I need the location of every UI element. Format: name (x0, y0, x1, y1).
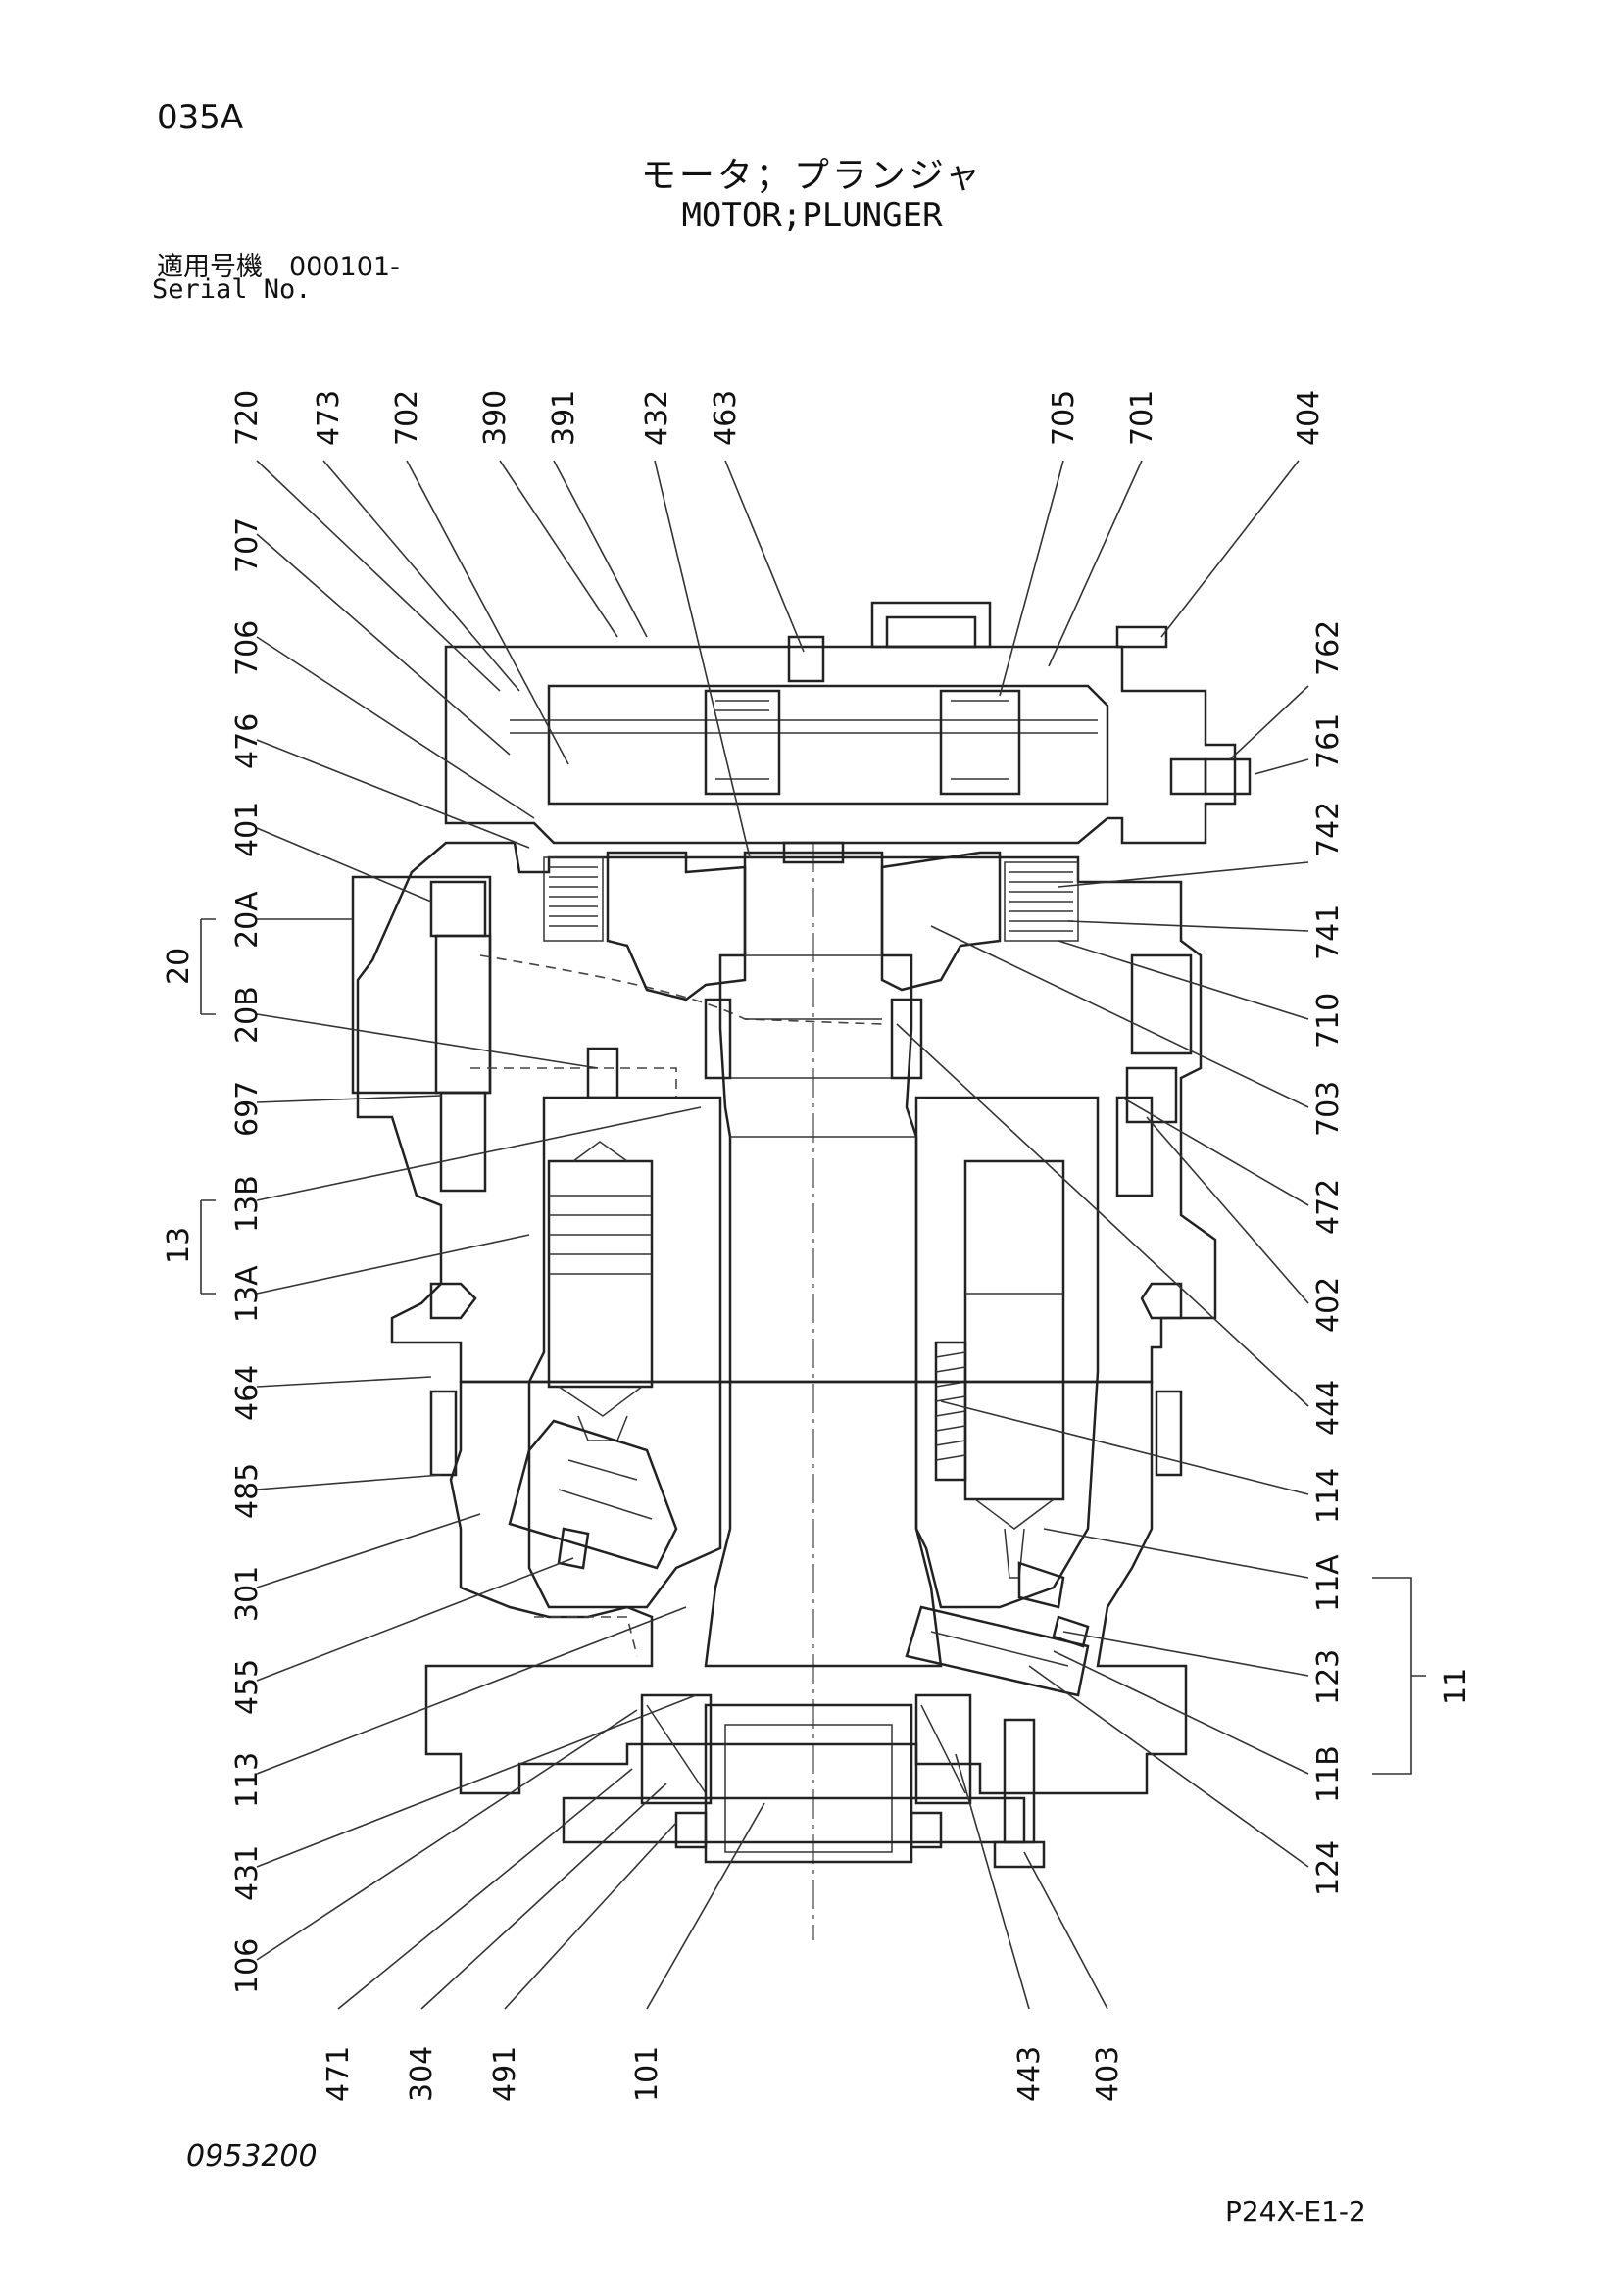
callout-701: 701 (1125, 390, 1159, 446)
serial-label-japanese: 適用号機 000101- (157, 252, 400, 282)
callout-11b: 11B (1311, 1745, 1346, 1803)
title-english: MOTOR;PLUNGER (681, 196, 943, 235)
callout-742: 742 (1311, 802, 1346, 857)
callout-labels-bottom: 471 304 491 101 443 403 (321, 2046, 1125, 2102)
callout-464: 464 (230, 1365, 265, 1421)
callout-13b: 13B (230, 1175, 265, 1233)
callout-720: 720 (230, 390, 265, 446)
callout-304: 304 (405, 2046, 439, 2102)
leader-lines (200, 460, 1426, 2010)
callout-762: 762 (1311, 620, 1346, 676)
callout-710: 710 (1311, 993, 1346, 1049)
callout-391: 391 (547, 390, 581, 446)
callout-403: 403 (1091, 2046, 1125, 2102)
callout-20a: 20A (230, 891, 265, 949)
callout-706: 706 (230, 620, 265, 676)
callout-491: 491 (488, 2046, 522, 2102)
page-code: 035A (157, 98, 244, 137)
callout-101: 101 (630, 2046, 664, 2102)
callout-473: 473 (312, 390, 346, 446)
callout-123: 123 (1311, 1649, 1346, 1705)
callout-390: 390 (478, 390, 513, 446)
callout-114: 114 (1311, 1468, 1346, 1524)
callout-697: 697 (230, 1081, 265, 1137)
motor-drawing (351, 601, 1252, 1869)
callout-463: 463 (709, 390, 743, 446)
callout-20b: 20B (230, 986, 265, 1044)
callout-476: 476 (230, 713, 265, 769)
callout-741: 741 (1311, 904, 1346, 960)
callout-13a: 13A (230, 1265, 265, 1323)
callout-432: 432 (640, 390, 674, 446)
callout-703: 703 (1311, 1081, 1346, 1137)
callout-labels-top: 720 473 702 390 391 432 463 705 701 404 (230, 390, 1326, 446)
drawing-id: P24X-E1-2 (1225, 2195, 1366, 2227)
callout-401: 401 (230, 802, 265, 857)
callout-444: 444 (1311, 1380, 1346, 1436)
callout-485: 485 (230, 1463, 265, 1519)
callout-402: 402 (1311, 1277, 1346, 1333)
callout-471: 471 (321, 2046, 356, 2102)
callout-472: 472 (1311, 1179, 1346, 1235)
callout-702: 702 (390, 390, 424, 446)
title-japanese: モータ；プランジャ (640, 156, 984, 196)
callout-404: 404 (1292, 390, 1326, 446)
callout-443: 443 (1012, 2046, 1047, 2102)
callout-11: 11 (1439, 1668, 1473, 1705)
callout-labels-right: 762 761 742 741 710 703 472 402 444 114 … (1311, 620, 1473, 1896)
callout-113: 113 (230, 1752, 265, 1808)
callout-13: 13 (162, 1227, 196, 1264)
callout-106: 106 (230, 1938, 265, 1994)
callout-455: 455 (230, 1659, 265, 1715)
serial-label-english: Serial No. (152, 274, 312, 305)
callout-124: 124 (1311, 1840, 1346, 1896)
callout-707: 707 (230, 517, 265, 573)
callout-20: 20 (162, 948, 196, 985)
callout-labels-left: 707 706 476 401 20A 20 20B 697 13B 13 13… (162, 517, 265, 1994)
document-number: 0953200 (186, 2139, 318, 2174)
callout-431: 431 (230, 1845, 265, 1901)
callout-705: 705 (1047, 390, 1081, 446)
callout-761: 761 (1311, 713, 1346, 769)
callout-11a: 11A (1311, 1554, 1346, 1612)
callout-301: 301 (230, 1566, 265, 1622)
